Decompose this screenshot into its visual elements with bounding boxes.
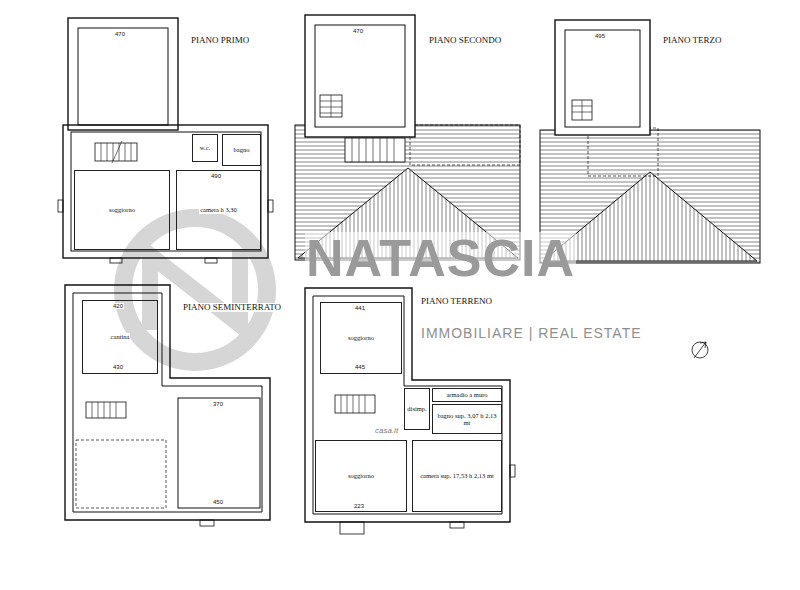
dimension: 370 [212, 401, 224, 407]
dimension: 470 [352, 28, 364, 34]
room-name: soggiorno [108, 206, 136, 213]
tower-room [565, 30, 640, 127]
basement-plan [65, 285, 270, 526]
stairs [86, 402, 126, 418]
bay-window [340, 522, 364, 534]
stair-steps [101, 141, 131, 163]
room-name: camera h 3,30 [199, 206, 238, 213]
second-floor-plan [295, 15, 520, 260]
dimension: 223 [353, 503, 365, 509]
room-name: armadio a muro [445, 391, 488, 398]
window [450, 522, 464, 528]
floor-title: PIANO SECONDO [428, 36, 502, 45]
stairs [345, 138, 405, 162]
room: camera h 3,30 [176, 170, 261, 250]
window [200, 520, 214, 526]
floor-title: PIANO TERRENO [420, 297, 493, 306]
compass-ring [692, 342, 708, 358]
stair-steps [320, 95, 342, 117]
floor-title: PIANO SEMINTERRATO [182, 303, 282, 312]
ground-floor-plan [305, 288, 515, 534]
watermark-logo [123, 218, 267, 362]
room-name: disimp. [406, 405, 427, 412]
watermark: IMMOBILIARE | REAL ESTATE [420, 326, 643, 340]
dimension: 441 [354, 305, 366, 311]
tower-wall [555, 20, 650, 135]
tower-room [315, 25, 405, 127]
watermark: casa.it [374, 427, 399, 435]
room: soggiorno [74, 170, 170, 250]
outer-wall [305, 288, 510, 522]
inner-wall [73, 293, 262, 512]
room: bagno sup. 3,07 h 2,13 mt [432, 404, 502, 434]
dashed-outline [76, 440, 166, 508]
room-name: soggiorno [347, 334, 375, 341]
room-name: soggiorno [347, 472, 375, 479]
compass-arrow [694, 342, 706, 358]
room: bagno [222, 134, 261, 166]
outer-wall [63, 125, 268, 258]
room: cantina [82, 300, 158, 374]
room: disimp. [404, 388, 430, 430]
stairs [335, 395, 375, 413]
stair-steps [92, 402, 116, 418]
stair-steps [352, 138, 394, 162]
dimension: 420 [112, 303, 124, 309]
room: camera sup. 17,53 h 2,13 mt [412, 440, 502, 512]
floor-title: PIANO TERZO [662, 36, 723, 45]
room [178, 398, 260, 508]
room-name: bagno sup. 3,07 h 2,13 mt [434, 412, 500, 427]
window [268, 200, 273, 212]
third-floor-plan [540, 20, 760, 263]
stairs [320, 95, 342, 117]
room: w.c. [192, 134, 218, 162]
tower-wall [305, 15, 415, 137]
dimension: 490 [210, 173, 222, 179]
dimension: 450 [212, 499, 224, 505]
logo-mark [150, 250, 240, 330]
dimension: 495 [594, 33, 606, 39]
window [58, 200, 63, 212]
room-name: camera sup. 17,53 h 2,13 mt [419, 472, 495, 479]
window [110, 258, 122, 263]
stair-steps [572, 100, 592, 120]
stair-steps [341, 395, 365, 413]
tower-room [78, 28, 168, 125]
first-floor-plan [58, 18, 273, 263]
dimension: 470 [114, 31, 126, 37]
window [205, 258, 217, 263]
north-arrow [692, 342, 708, 358]
room: soggiorno [315, 440, 407, 512]
logo-ring [123, 218, 267, 362]
room-name: w.c. [199, 144, 211, 151]
dashed-outline [410, 125, 520, 165]
inner-wall [71, 132, 261, 251]
room: armadio a muro [432, 388, 502, 402]
tower-wall [68, 18, 178, 130]
watermark: NATASCIA [305, 232, 576, 284]
dimension: 430 [112, 364, 124, 370]
dimension: 445 [354, 364, 366, 370]
room-name: cantina [110, 333, 131, 340]
window [510, 465, 515, 477]
room-name: bagno [233, 146, 251, 153]
stairs [572, 100, 592, 120]
floor-title: PIANO PRIMO [190, 36, 250, 45]
outer-wall [65, 285, 270, 520]
